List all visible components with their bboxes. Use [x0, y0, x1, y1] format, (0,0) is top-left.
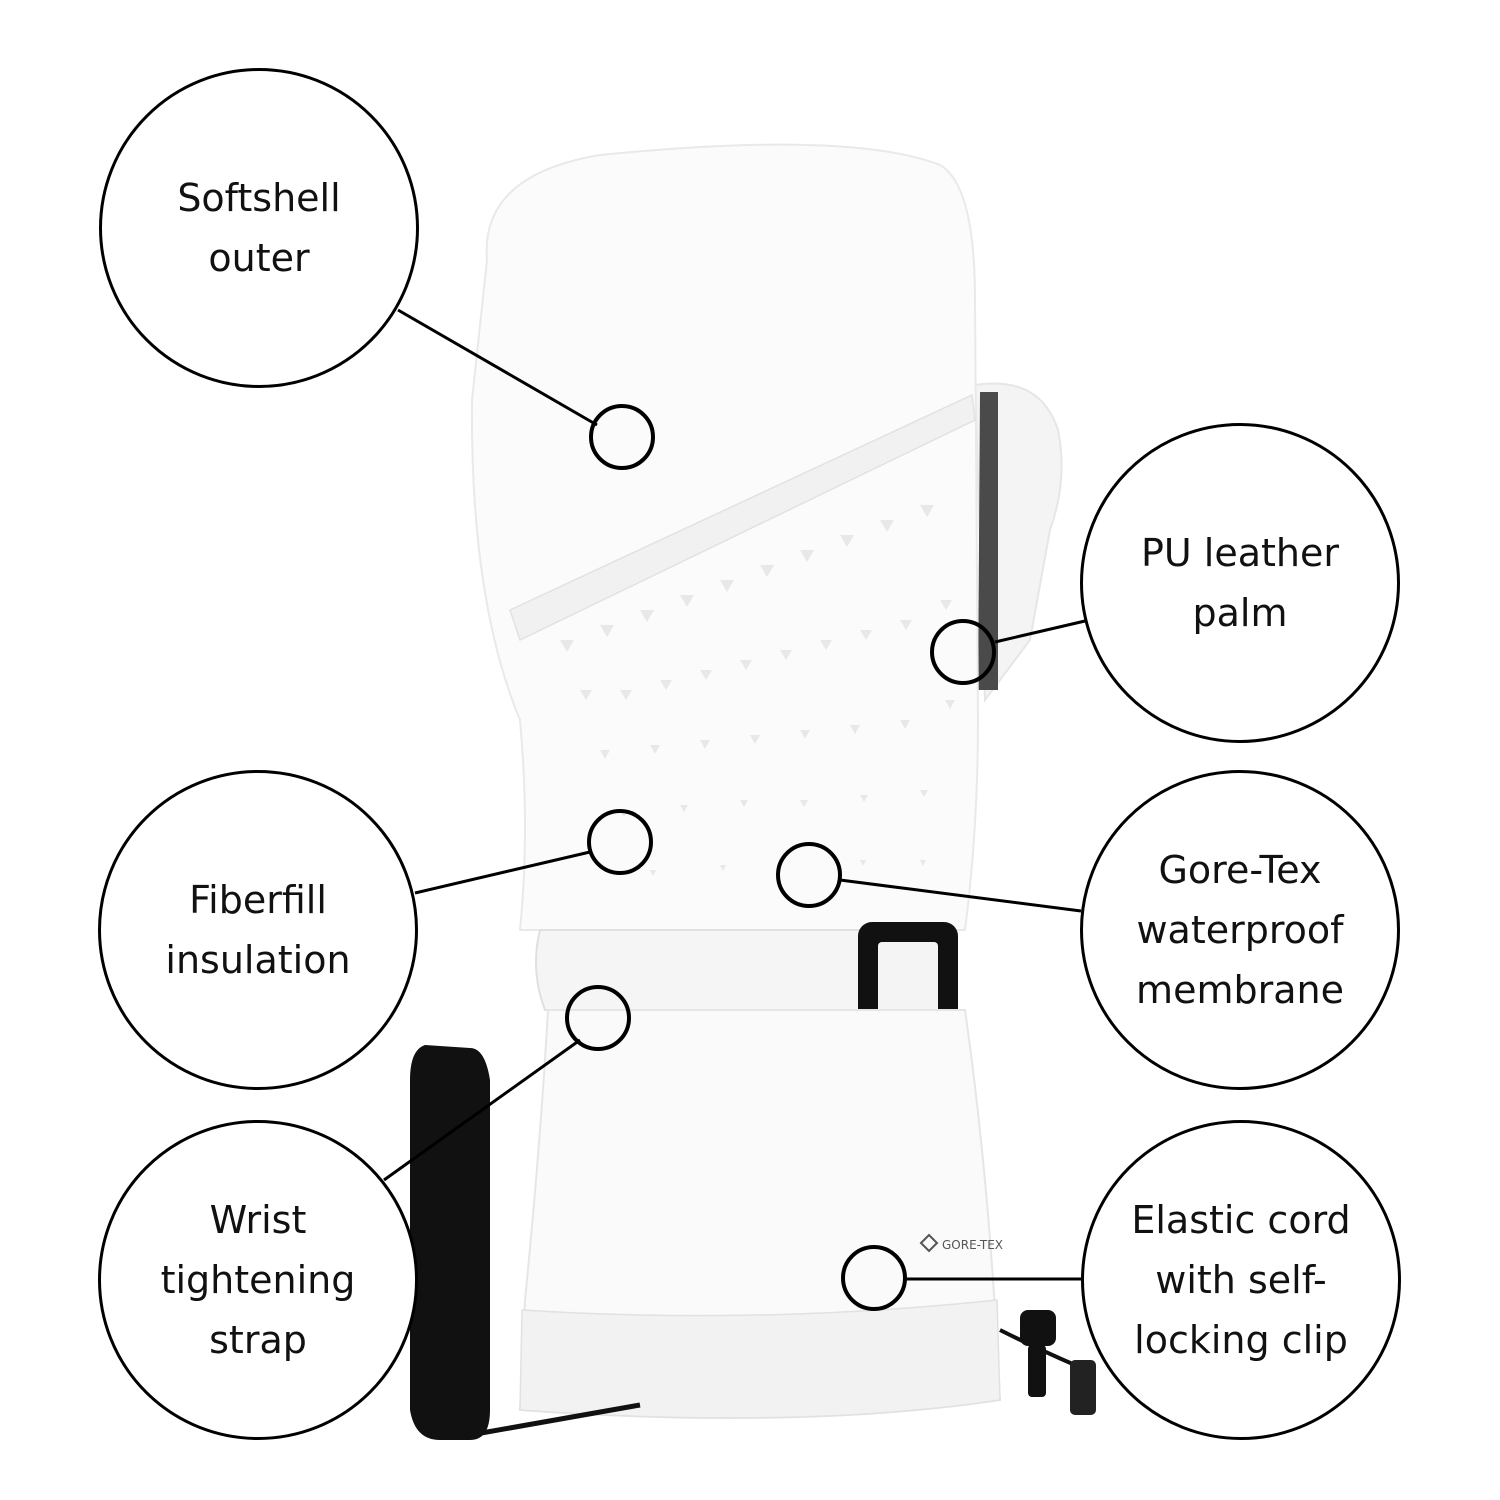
- connector-pu-palm: [994, 619, 1086, 644]
- marker-softshell: [589, 404, 655, 470]
- connector-wrist-strap: [383, 1038, 581, 1182]
- callout-wrist-strap: Wrist tightening strap: [98, 1120, 418, 1440]
- gore-tex-badge-text: GORE-TEX: [942, 1238, 1003, 1252]
- loop-strap-tail: [469, 1402, 641, 1438]
- callout-gore-tex-label: Gore-Tex waterproof membrane: [1136, 848, 1344, 1012]
- marker-elastic-cord: [841, 1245, 907, 1311]
- diagonal-seam: [509, 393, 976, 642]
- connector-fiberfill: [414, 850, 591, 895]
- gore-tex-badge: GORE-TEX: [919, 1233, 1003, 1253]
- connector-softshell: [397, 308, 598, 427]
- marker-wrist-strap: [565, 985, 631, 1051]
- pu-leather-palm-edge: [978, 392, 998, 690]
- cuff-hem: [519, 1299, 1001, 1419]
- callout-wrist-strap-label: Wrist tightening strap: [160, 1198, 356, 1362]
- wrist-loop-strap: [410, 1045, 490, 1440]
- callout-fiberfill: Fiberfill insulation: [98, 770, 418, 1090]
- callout-pu-palm: PU leather palm: [1080, 423, 1400, 743]
- connector-lines: [383, 308, 1086, 1281]
- marker-circles: [565, 404, 996, 1311]
- callout-fiberfill-label: Fiberfill insulation: [165, 878, 351, 982]
- callout-softshell: Softshell outer: [99, 68, 419, 388]
- marker-gore-tex: [776, 842, 842, 908]
- callout-pu-palm-label: PU leather palm: [1140, 531, 1339, 635]
- elastic-cord-clip: [999, 1310, 1096, 1415]
- marker-pu-palm: [930, 619, 996, 685]
- callout-elastic-cord-label: Elastic cord with self- locking clip: [1131, 1198, 1351, 1362]
- connector-gore-tex: [839, 878, 1082, 913]
- wrist-strap-band: [535, 929, 871, 1011]
- callout-gore-tex: Gore-Tex waterproof membrane: [1080, 770, 1400, 1090]
- marker-fiberfill: [587, 809, 653, 875]
- callout-elastic-cord: Elastic cord with self- locking clip: [1081, 1120, 1401, 1440]
- callout-softshell-label: Softshell outer: [177, 176, 341, 280]
